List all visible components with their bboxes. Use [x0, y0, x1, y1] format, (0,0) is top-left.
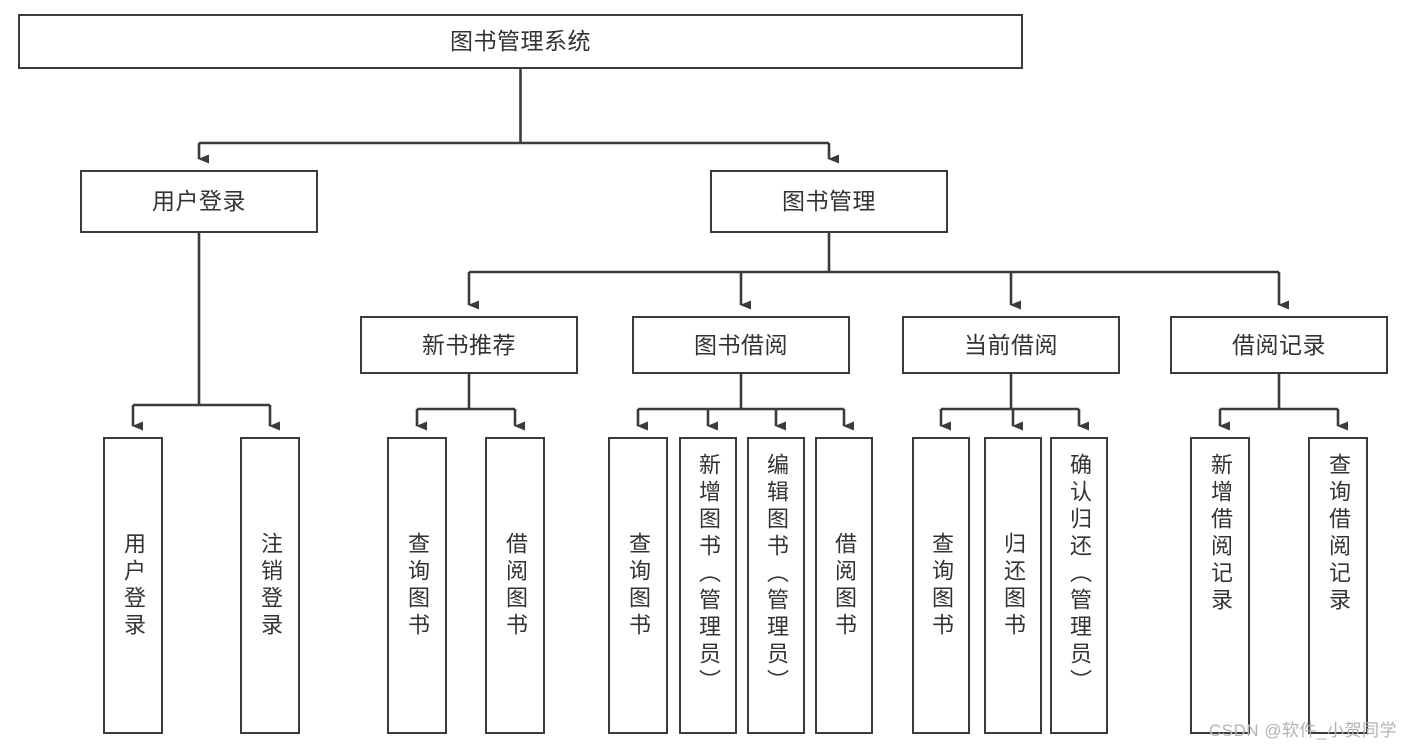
leaf-node-label: 查询图书	[929, 531, 954, 640]
leaf-node-label: 编辑图书（管理员）	[764, 453, 789, 696]
leaf-node-8[interactable]: 查询图书	[912, 437, 970, 734]
level3-node-label: 借阅记录	[1232, 331, 1326, 358]
leaf-node-label: 确认归还（管理员）	[1067, 453, 1092, 696]
level3-node-1[interactable]: 图书借阅	[632, 316, 850, 374]
level3-node-label: 图书借阅	[694, 331, 788, 358]
level3-node-label: 当前借阅	[964, 331, 1058, 358]
csdn-watermark: CSDN @软件_小贺同学	[1208, 721, 1397, 740]
level2-node-label: 用户登录	[152, 188, 246, 215]
leaf-node-1[interactable]: 注销登录	[240, 437, 300, 734]
level3-node-label: 新书推荐	[422, 331, 516, 358]
leaf-node-4[interactable]: 查询图书	[608, 437, 668, 734]
root-node-0[interactable]: 图书管理系统	[18, 14, 1023, 69]
leaf-node-label: 新增借阅记录	[1208, 453, 1233, 615]
leaf-node-10[interactable]: 确认归还（管理员）	[1050, 437, 1108, 734]
leaf-node-9[interactable]: 归还图书	[984, 437, 1042, 734]
leaf-node-7[interactable]: 借阅图书	[815, 437, 873, 734]
leaf-node-label: 借阅图书	[503, 531, 528, 640]
leaf-node-label: 注销登录	[258, 531, 283, 640]
leaf-node-label: 用户登录	[121, 531, 146, 640]
leaf-node-label: 查询图书	[626, 531, 651, 640]
level2-node-1[interactable]: 图书管理	[710, 170, 948, 233]
leaf-node-label: 新增图书（管理员）	[696, 453, 721, 696]
level2-node-0[interactable]: 用户登录	[80, 170, 318, 233]
level3-node-2[interactable]: 当前借阅	[902, 316, 1120, 374]
leaf-node-label: 查询借阅记录	[1326, 453, 1351, 615]
leaf-node-label: 查询图书	[405, 531, 430, 640]
level3-node-0[interactable]: 新书推荐	[360, 316, 578, 374]
leaf-node-5[interactable]: 新增图书（管理员）	[679, 437, 737, 734]
leaf-node-11[interactable]: 新增借阅记录	[1190, 437, 1250, 734]
level3-node-3[interactable]: 借阅记录	[1170, 316, 1388, 374]
leaf-node-12[interactable]: 查询借阅记录	[1308, 437, 1368, 734]
leaf-node-6[interactable]: 编辑图书（管理员）	[747, 437, 805, 734]
leaf-node-label: 借阅图书	[832, 531, 857, 640]
leaf-node-0[interactable]: 用户登录	[103, 437, 163, 734]
leaf-node-label: 归还图书	[1001, 531, 1026, 640]
leaf-node-2[interactable]: 查询图书	[387, 437, 447, 734]
level2-node-label: 图书管理	[782, 188, 876, 215]
leaf-node-3[interactable]: 借阅图书	[485, 437, 545, 734]
root-node-label: 图书管理系统	[450, 28, 591, 55]
